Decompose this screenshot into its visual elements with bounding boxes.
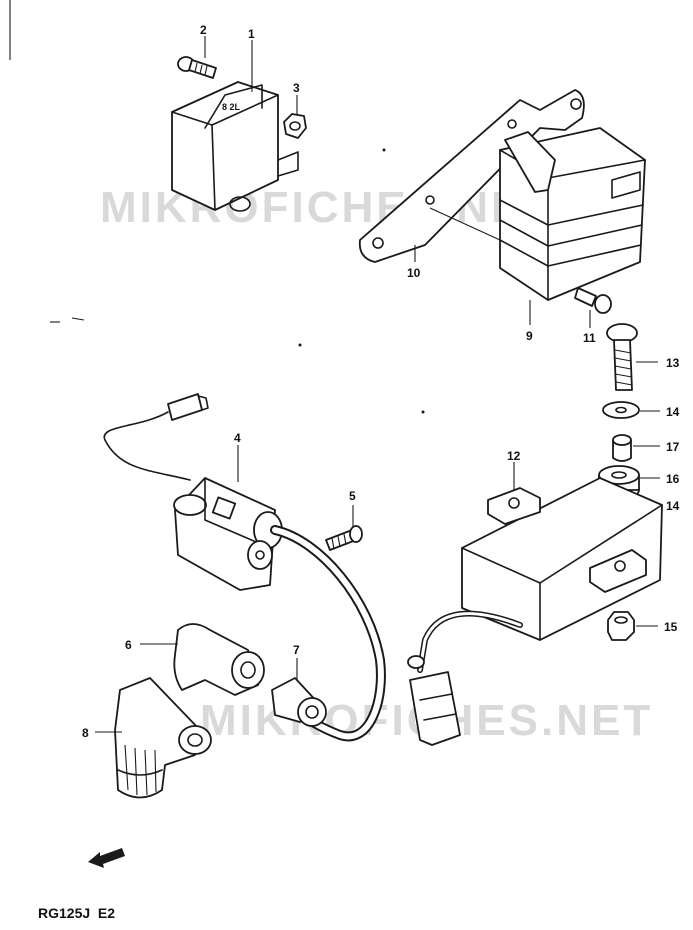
wiring-harness (407, 610, 523, 746)
part-1-marking: 8 2L (222, 102, 241, 112)
callout-2: 2 (200, 23, 207, 37)
part-9-regulator (429, 127, 646, 301)
callout-9: 9 (526, 329, 533, 343)
part-3-nut (283, 113, 307, 139)
part-5-screw (325, 525, 363, 551)
callout-16: 16 (666, 472, 680, 486)
callout-12: 12 (507, 449, 521, 463)
callout-10: 10 (407, 266, 421, 280)
callout-14b: 14 (666, 499, 680, 513)
part-15-nut (607, 611, 635, 641)
part-12-control-unit (461, 477, 663, 641)
part-1-cdi-unit: 8 2L (171, 81, 299, 212)
part-11-screw (574, 287, 612, 314)
part-8-suppressor-cap (114, 677, 212, 799)
callout-7: 7 (293, 643, 300, 657)
callout-3: 3 (293, 81, 300, 95)
part-7-boot (271, 677, 327, 727)
callout-17: 17 (666, 440, 680, 454)
callout-4: 4 (234, 431, 241, 445)
part-6-plug-cap (173, 623, 265, 696)
part-17-spacer (612, 434, 632, 462)
front-arrow-icon (88, 848, 125, 868)
callout-14a: 14 (666, 405, 680, 419)
callout-8: 8 (82, 726, 89, 740)
callout-6: 6 (125, 638, 132, 652)
callout-1: 1 (248, 27, 255, 41)
callout-15: 15 (664, 620, 678, 634)
callout-13: 13 (666, 356, 680, 370)
part-14-washer-upper (602, 401, 640, 419)
callout-5: 5 (349, 489, 356, 503)
callout-11: 11 (583, 331, 596, 345)
model-code: RG125J E2 (38, 905, 115, 921)
part-2-bolt (177, 56, 217, 79)
part-13-bolt (606, 323, 638, 391)
part-4-ignition-coil (103, 393, 283, 591)
watermark-top: MIKROFICHES.NET (100, 183, 553, 232)
